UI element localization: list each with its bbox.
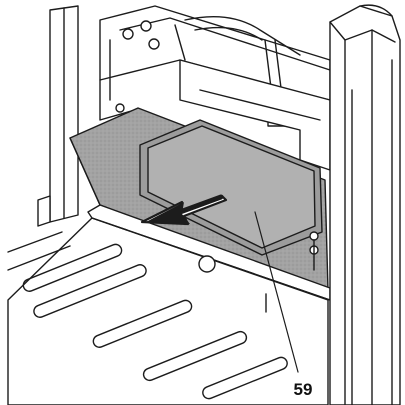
right-column [329,4,401,405]
arrow-left-icon [140,194,228,226]
left-post [37,5,79,227]
base-plate [7,217,329,405]
screw-set [113,20,160,129]
callout-leader [254,211,299,373]
callout-label-59: 59 [293,380,313,399]
